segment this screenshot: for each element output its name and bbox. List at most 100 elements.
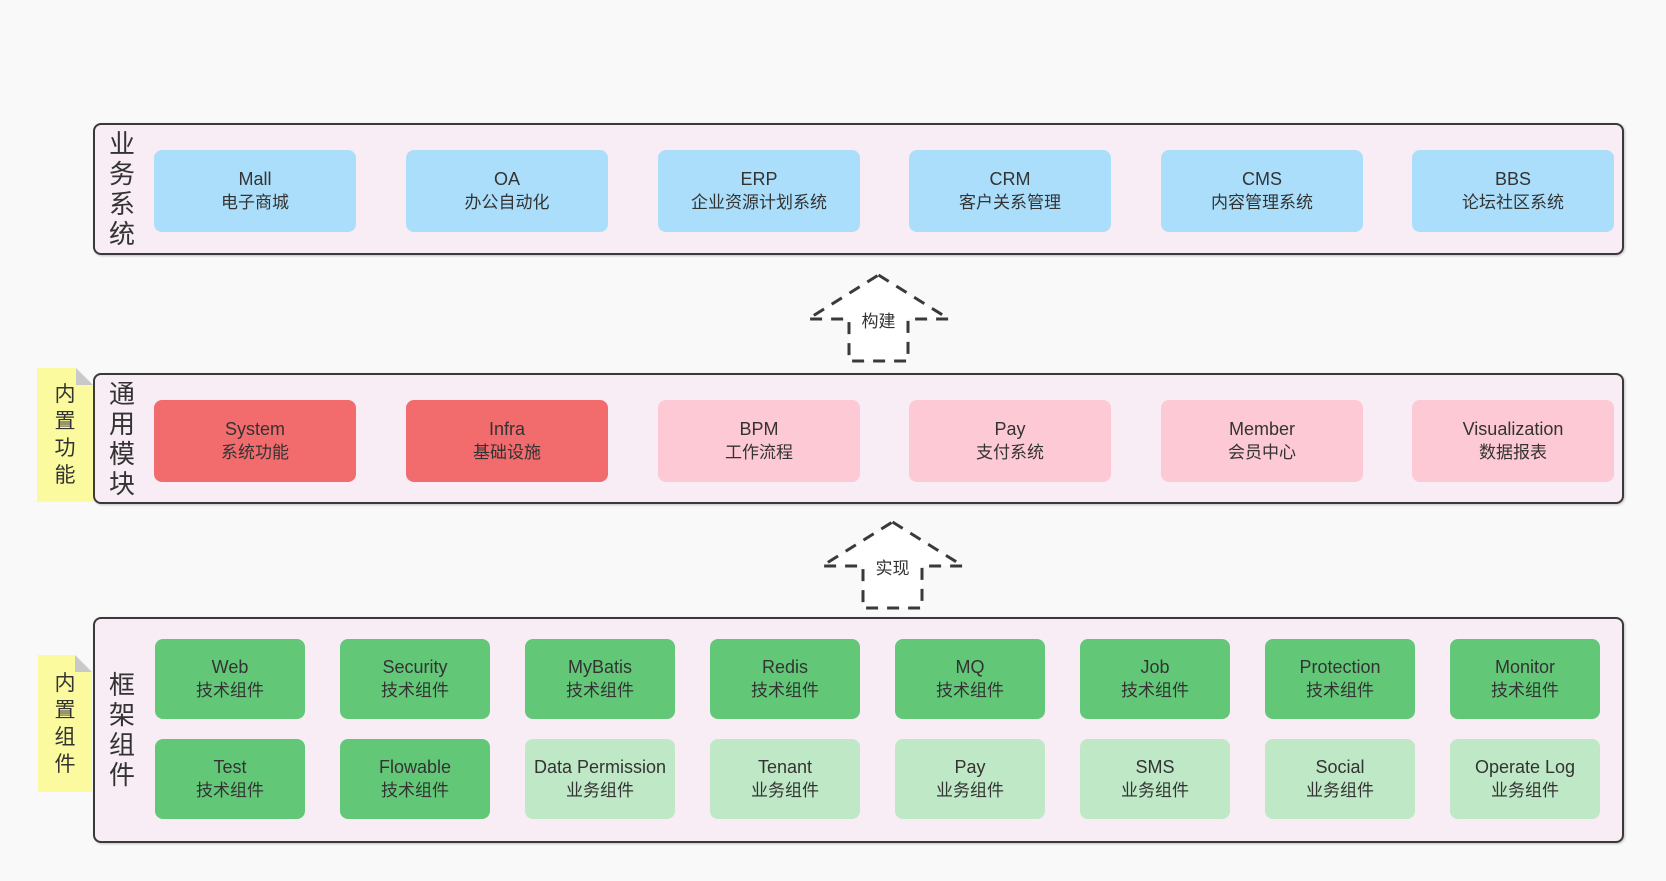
box-monitor-name: Monitor [1494,657,1556,677]
band-business-systems: 业务系统 Mall 电子商城 OA 办公自动化 ERP 企业资源计划系统 CRM… [93,123,1624,255]
box-protection-name: Protection [1299,657,1381,677]
box-crm: CRM 客户关系管理 [909,150,1111,232]
box-mq: MQ 技术组件 [895,639,1045,719]
band-label-wrap: 框架组件 [108,619,136,841]
box-security-desc: 技术组件 [381,681,449,700]
box-data-permission-name: Data Permission [533,757,667,777]
box-visualization-name: Visualization [1462,419,1564,439]
box-bpm-desc: 工作流程 [725,443,793,462]
box-tenant-desc: 业务组件 [751,781,819,800]
box-cms-name: CMS [1242,169,1282,189]
box-web: Web 技术组件 [155,639,305,719]
box-oa-desc: 办公自动化 [464,193,550,212]
band-label-wrap: 通用模块 [108,375,136,502]
box-sms: SMS 业务组件 [1080,739,1230,819]
box-crm-desc: 客户关系管理 [959,193,1061,212]
box-protection-desc: 技术组件 [1306,681,1374,700]
box-security: Security 技术组件 [340,639,490,719]
folded-corner-icon [76,368,93,385]
box-monitor-desc: 技术组件 [1491,681,1559,700]
box-redis-desc: 技术组件 [751,681,819,700]
band-framework-components-label: 框架组件 [108,670,135,790]
box-mall: Mall 电子商城 [154,150,356,232]
box-infra-desc: 基础设施 [473,443,541,462]
box-test: Test 技术组件 [155,739,305,819]
folded-corner-icon [75,655,92,672]
box-sms-name: SMS [1135,757,1175,777]
box-member-desc: 会员中心 [1228,443,1296,462]
box-pay-system-name: Pay [994,419,1026,439]
box-cms: CMS 内容管理系统 [1161,150,1363,232]
box-cms-desc: 内容管理系统 [1211,193,1313,212]
box-system: System 系统功能 [154,400,356,482]
box-erp-desc: 企业资源计划系统 [691,193,827,212]
box-social-name: Social [1315,757,1365,777]
band-framework-components: 框架组件 Web 技术组件 Security 技术组件 MyBatis 技术组件… [93,617,1624,843]
box-flowable-name: Flowable [378,757,452,777]
arrow-implement: 实现 [819,519,966,611]
box-operate-log-name: Operate Log [1474,757,1576,777]
box-data-permission-desc: 业务组件 [566,781,634,800]
sticky-built-in-features-label: 内置功能 [54,383,76,487]
box-social: Social 业务组件 [1265,739,1415,819]
box-operate-log-desc: 业务组件 [1491,781,1559,800]
box-tenant-name: Tenant [757,757,813,777]
box-system-desc: 系统功能 [221,443,289,462]
box-oa-name: OA [493,169,520,189]
box-redis-name: Redis [761,657,809,677]
arrow-build-label: 构建 [858,310,899,334]
box-oa: OA 办公自动化 [406,150,608,232]
box-bpm-name: BPM [739,419,779,439]
box-bbs-desc: 论坛社区系统 [1462,193,1564,212]
box-redis: Redis 技术组件 [710,639,860,719]
box-data-permission: Data Permission 业务组件 [525,739,675,819]
box-job-desc: 技术组件 [1121,681,1189,700]
box-member-name: Member [1228,419,1295,439]
box-test-name: Test [213,757,247,777]
box-monitor: Monitor 技术组件 [1450,639,1600,719]
box-bbs-name: BBS [1494,169,1532,189]
box-security-name: Security [382,657,448,677]
box-test-desc: 技术组件 [196,781,264,800]
box-protection: Protection 技术组件 [1265,639,1415,719]
band-common-modules-label: 通用模块 [108,378,135,499]
band-label-wrap: 业务系统 [108,125,136,253]
box-mq-desc: 技术组件 [936,681,1004,700]
box-sms-desc: 业务组件 [1121,781,1189,800]
box-mybatis-name: MyBatis [567,657,632,677]
sticky-built-in-features: 内置功能 [37,368,93,502]
box-flowable-desc: 技术组件 [381,781,449,800]
box-web-desc: 技术组件 [196,681,264,700]
sticky-built-in-components-label: 内置组件 [54,671,76,776]
box-erp: ERP 企业资源计划系统 [658,150,860,232]
box-bbs: BBS 论坛社区系统 [1412,150,1614,232]
box-pay-biz-desc: 业务组件 [936,781,1004,800]
box-infra: Infra 基础设施 [406,400,608,482]
box-job: Job 技术组件 [1080,639,1230,719]
box-mall-name: Mall [238,169,272,189]
box-mybatis-desc: 技术组件 [566,681,634,700]
band-common-modules: 通用模块 System 系统功能 Infra 基础设施 BPM 工作流程 Pay… [93,373,1624,504]
box-visualization-desc: 数据报表 [1479,443,1547,462]
box-web-name: Web [211,657,249,677]
box-member: Member 会员中心 [1161,400,1363,482]
box-tenant: Tenant 业务组件 [710,739,860,819]
box-mybatis: MyBatis 技术组件 [525,639,675,719]
box-pay-system-desc: 支付系统 [976,443,1044,462]
box-visualization: Visualization 数据报表 [1412,400,1614,482]
box-flowable: Flowable 技术组件 [340,739,490,819]
box-pay-system: Pay 支付系统 [909,400,1111,482]
arrow-implement-label: 实现 [872,557,913,581]
box-pay-biz-name: Pay [954,757,986,777]
box-infra-name: Infra [488,419,526,439]
box-mq-name: MQ [955,657,985,677]
box-mall-desc: 电子商城 [221,193,289,212]
box-pay-biz: Pay 业务组件 [895,739,1045,819]
band-business-systems-label: 业务系统 [108,129,135,249]
box-erp-name: ERP [740,169,778,189]
sticky-built-in-components: 内置组件 [38,655,92,792]
box-job-name: Job [1140,657,1170,677]
box-crm-name: CRM [989,169,1031,189]
arrow-build: 构建 [805,272,952,364]
